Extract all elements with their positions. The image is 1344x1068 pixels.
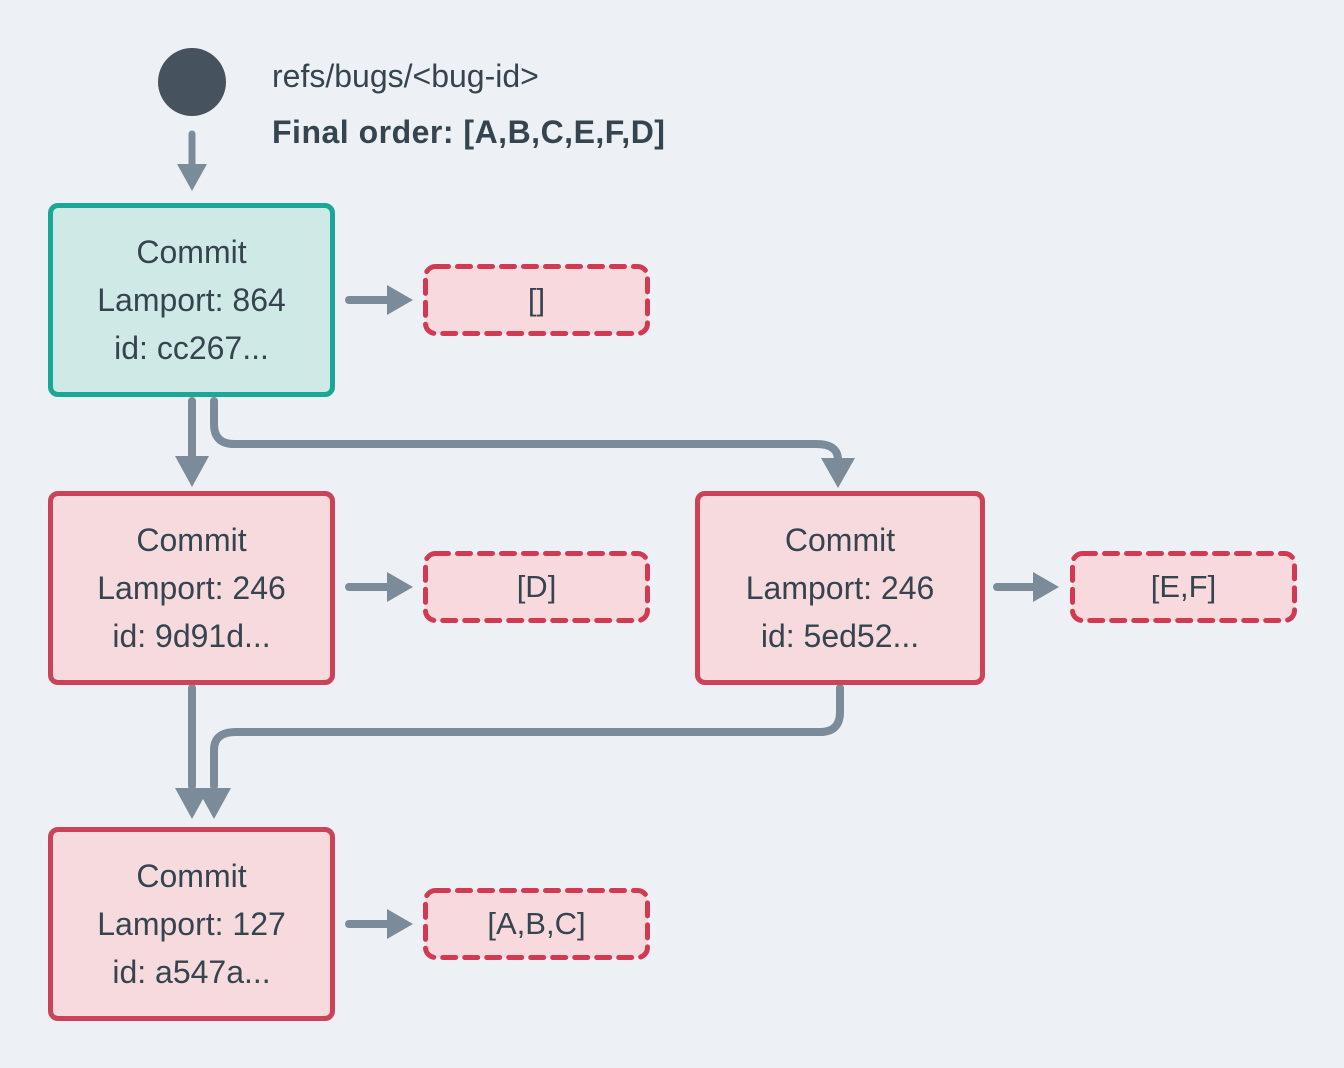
commit-id: id: 5ed52... — [760, 618, 920, 654]
arrow-head-to-ops — [345, 285, 413, 315]
ops-label: [] — [527, 282, 546, 317]
arrow-head-to-child-left — [175, 397, 209, 487]
arrow-head-to-child-right — [210, 397, 855, 488]
dashed-border — [423, 888, 650, 960]
commit-node-5ed52: Commit Lamport: 246 id: 5ed52... — [695, 491, 985, 685]
commit-lamport: Lamport: 246 — [745, 570, 935, 606]
ops-label: [A,B,C] — [487, 906, 586, 941]
commit-title: Commit — [136, 522, 247, 558]
ops-label: [D] — [516, 569, 557, 604]
commit-node-cc267: Commit Lamport: 864 id: cc267... — [48, 203, 335, 397]
commit-lamport: Lamport: 246 — [97, 570, 286, 606]
ops-box-ef: [E,F] — [1070, 551, 1297, 623]
arrow-ref-to-head — [177, 130, 207, 191]
commit-node-a547a: Commit Lamport: 127 id: a547a... — [48, 827, 335, 1021]
commit-title: Commit — [136, 234, 247, 270]
commit-title: Commit — [784, 522, 896, 558]
dashed-border — [423, 551, 650, 623]
arrow-child-left-to-ops — [345, 572, 413, 602]
dashed-border — [1070, 551, 1297, 623]
ops-box-d: [D] — [423, 551, 650, 623]
ops-box-empty: [] — [423, 264, 650, 336]
commit-id: id: 9d91d... — [112, 618, 271, 654]
arrow-child-right-to-ops — [993, 572, 1059, 602]
arrow-leaf-to-ops — [345, 909, 413, 939]
commit-lamport: Lamport: 864 — [97, 282, 286, 318]
ops-label: [E,F] — [1150, 569, 1217, 604]
commit-node-9d91d: Commit Lamport: 246 id: 9d91d... — [48, 491, 335, 685]
arrow-child-left-to-leaf — [175, 684, 209, 819]
final-order-label: Final order: [A,B,C,E,F,D] — [272, 114, 666, 150]
commit-title: Commit — [136, 858, 247, 894]
commit-lamport: Lamport: 127 — [97, 906, 286, 942]
branch-ref-node — [158, 48, 226, 116]
ops-box-abc: [A,B,C] — [423, 888, 650, 960]
dashed-border — [423, 264, 650, 336]
branch-ref-label: refs/bugs/<bug-id> — [272, 58, 539, 94]
arrow-child-right-to-leaf — [197, 684, 844, 819]
commit-id: id: a547a... — [112, 954, 271, 990]
commit-id: id: cc267... — [114, 330, 269, 366]
